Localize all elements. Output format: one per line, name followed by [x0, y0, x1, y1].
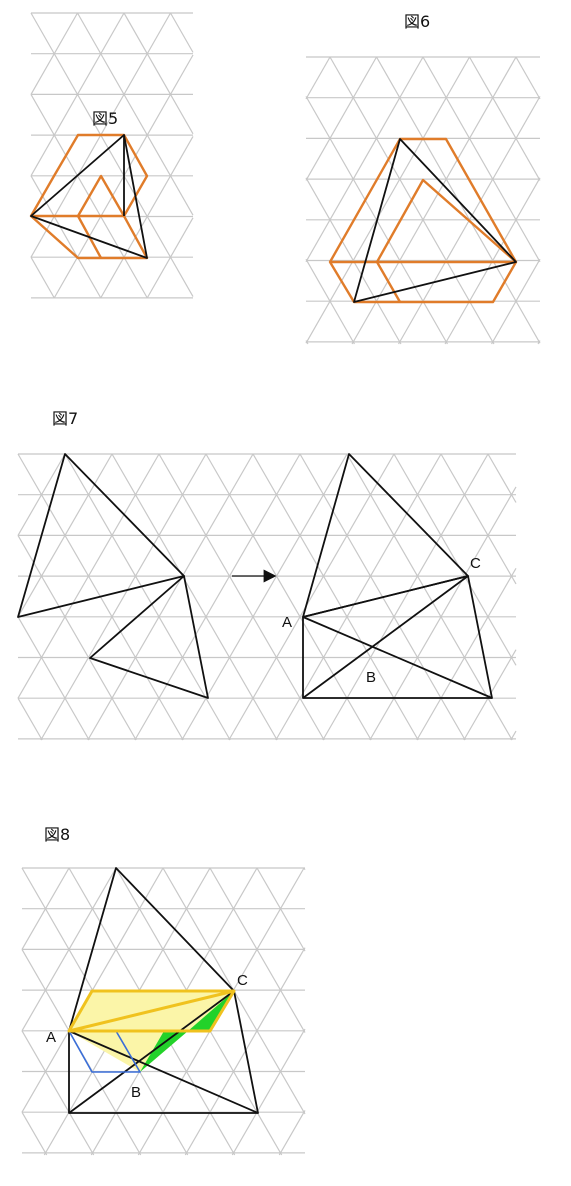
- grid-line: [64, 453, 231, 741]
- figure-8: 図8 A B C: [21, 825, 306, 1156]
- grid-line: [76, 12, 194, 216]
- grid-line: [463, 649, 517, 741]
- figure-7-left-upper-triangle: [17, 453, 185, 618]
- grid-line: [100, 136, 194, 299]
- figure-7-label: 図7: [52, 409, 78, 428]
- figure-7-point-b: B: [366, 669, 376, 686]
- grid-line: [17, 453, 113, 618]
- figure-6-triangle: [353, 138, 517, 303]
- figure-7-right-lower-triangle: [302, 575, 493, 699]
- figure-8-line-a-lower-right: [68, 1030, 259, 1114]
- grid-line: [87, 453, 254, 741]
- grid-line: [537, 340, 541, 345]
- figure-5: 図5: [29, 12, 194, 299]
- grid-line: [111, 453, 278, 741]
- grid-line: [205, 453, 372, 741]
- grid-line: [21, 867, 70, 950]
- figure-5-label: 図5: [92, 109, 118, 128]
- grid-line: [278, 1110, 306, 1156]
- grid-line: [30, 12, 79, 95]
- figure-7-line-c-bottom-left: [302, 575, 469, 699]
- grid-line: [440, 453, 517, 585]
- grid-line: [30, 256, 55, 299]
- grid-line: [30, 12, 194, 297]
- figure-8-line-c-bottom-left: [68, 990, 235, 1114]
- figure-5-grid: [30, 12, 194, 299]
- grid-line: [21, 1111, 48, 1156]
- grid-line: [158, 453, 325, 741]
- grid-line: [30, 12, 125, 177]
- grid-line: [17, 616, 90, 741]
- figure-8-yellow-diagonal: [68, 989, 235, 1033]
- grid-line: [491, 258, 541, 345]
- figure-7: 図7 A B C: [17, 409, 517, 741]
- figure-7-left-lower-triangle: [89, 575, 209, 699]
- grid-line: [169, 12, 194, 53]
- grid-line: [17, 535, 137, 741]
- figure-6-inner-lines: [330, 178, 518, 303]
- grid-line: [209, 867, 306, 1033]
- grid-line: [256, 867, 306, 952]
- grid-line: [123, 12, 194, 135]
- grid-line: [21, 867, 117, 1032]
- figure-8-point-c: C: [237, 972, 248, 989]
- figure-6-label: 図6: [404, 12, 430, 31]
- grid-line: [134, 453, 301, 741]
- grid-line: [40, 453, 207, 741]
- grid-line: [305, 56, 331, 100]
- grid-line: [181, 453, 348, 741]
- grid-line: [303, 867, 306, 871]
- grid-line: [305, 56, 378, 181]
- figure-7-point-c: C: [470, 555, 481, 572]
- grid-line: [17, 453, 160, 699]
- figure-5-triangle: [30, 134, 148, 259]
- grid-line: [21, 1030, 95, 1156]
- grid-line: [146, 217, 194, 299]
- grid-line: [322, 453, 489, 741]
- grid-line: [252, 453, 419, 741]
- grid-line: [305, 56, 424, 263]
- figure-5-inner-lines: [31, 174, 126, 259]
- grid-line: [515, 56, 541, 100]
- figure-8-label: 図8: [44, 825, 70, 844]
- grid-line: [422, 56, 541, 263]
- grid-line: [231, 1028, 306, 1156]
- figure-7-point-a: A: [282, 614, 292, 631]
- figure-8-point-b: B: [131, 1084, 141, 1101]
- grid-line: [228, 453, 395, 741]
- grid-line: [510, 730, 517, 741]
- grid-line: [468, 56, 541, 181]
- grid-line: [393, 453, 517, 666]
- grid-line: [346, 453, 513, 741]
- grid-line: [17, 697, 43, 741]
- grid-line: [416, 568, 517, 741]
- grid-line: [17, 453, 66, 536]
- figure-6: 図6: [305, 12, 541, 345]
- grid-line: [305, 56, 471, 344]
- figure-8-point-a: A: [46, 1029, 56, 1046]
- figure-7-line-a-lower-right: [302, 616, 493, 699]
